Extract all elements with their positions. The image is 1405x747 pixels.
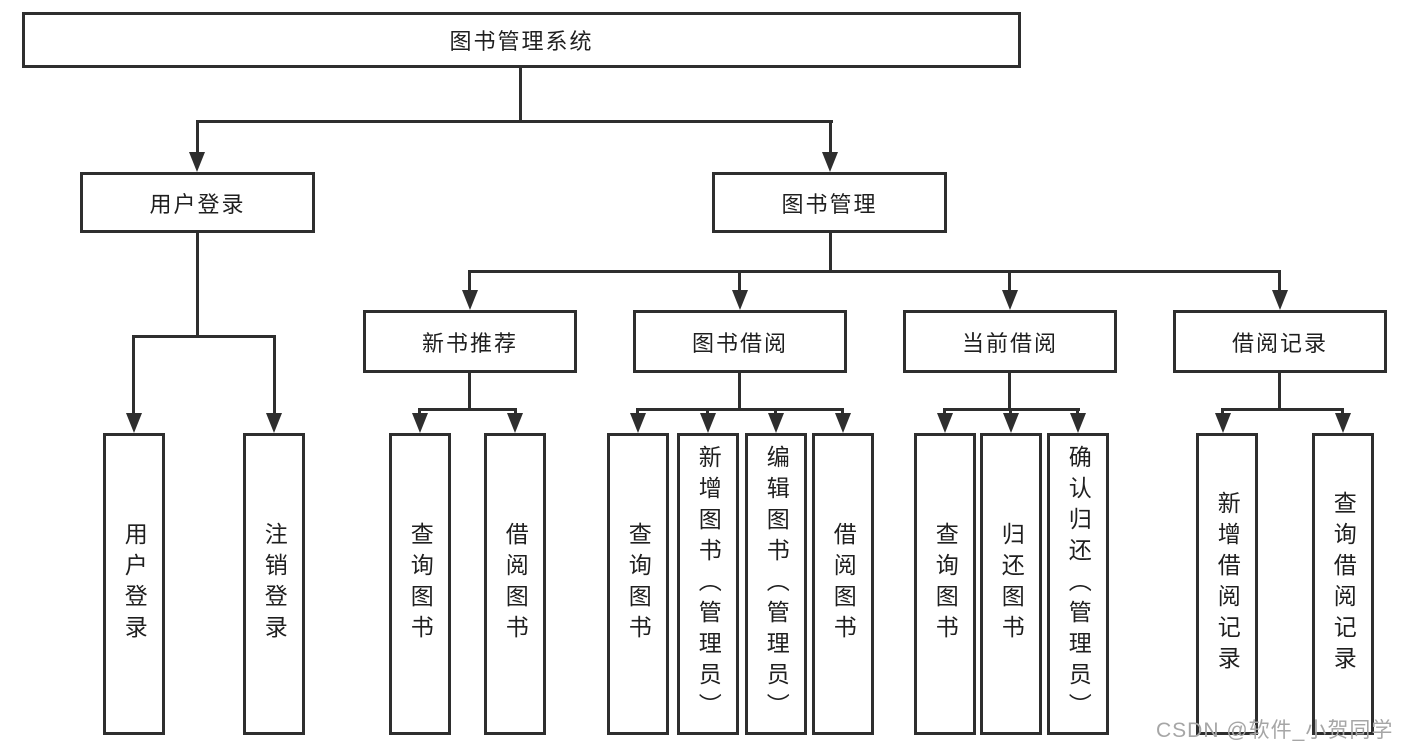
arrow-down-icon xyxy=(462,290,478,310)
connector-line xyxy=(514,408,517,414)
connector-line xyxy=(1008,270,1011,291)
node-label: 当前借阅 xyxy=(961,330,1058,356)
node-label: 新增图书（管理员） xyxy=(695,444,722,724)
arrow-down-icon xyxy=(1002,290,1018,310)
node-borrowing-records: 借阅记录 xyxy=(1173,310,1387,373)
arrow-down-icon xyxy=(266,413,282,433)
connector-line xyxy=(132,335,276,338)
leaf-query-books-recommend: 查询图书 xyxy=(389,433,451,735)
arrow-down-icon xyxy=(412,413,428,433)
node-label: 查询图书 xyxy=(932,522,959,646)
connector-line xyxy=(1009,408,1012,414)
leaf-query-borrow-record: 查询借阅记录 xyxy=(1312,433,1374,735)
node-label: 查询图书 xyxy=(407,522,434,646)
leaf-query-books-borrow: 查询图书 xyxy=(607,433,669,735)
node-label: 查询借阅记录 xyxy=(1330,491,1357,677)
connector-line xyxy=(943,408,946,414)
connector-line xyxy=(1341,408,1344,414)
leaf-edit-books-admin: 编辑图书（管理员） xyxy=(745,433,807,735)
connector-line xyxy=(273,335,276,414)
node-new-book-recommendation: 新书推荐 xyxy=(363,310,577,373)
arrow-down-icon xyxy=(835,413,851,433)
connector-line xyxy=(829,233,832,270)
connector-line xyxy=(1076,408,1079,414)
connector-line xyxy=(1221,408,1224,414)
connector-line xyxy=(738,270,741,291)
node-label: 图书管理系统 xyxy=(449,29,594,54)
leaf-query-books-current: 查询图书 xyxy=(914,433,976,735)
connector-line xyxy=(1278,270,1281,291)
node-book-borrowing: 图书借阅 xyxy=(633,310,847,373)
node-label: 新增借阅记录 xyxy=(1214,491,1241,677)
arrow-down-icon xyxy=(1335,413,1351,433)
connector-line xyxy=(829,120,832,153)
node-root-library-system: 图书管理系统 xyxy=(22,12,1021,68)
arrow-down-icon xyxy=(732,290,748,310)
connector-line xyxy=(418,408,517,411)
node-label: 借阅记录 xyxy=(1231,330,1328,356)
connector-line xyxy=(706,408,709,414)
connector-line xyxy=(196,120,199,153)
arrow-down-icon xyxy=(937,413,953,433)
arrow-down-icon xyxy=(768,413,784,433)
leaf-borrow-books-recommend: 借阅图书 xyxy=(484,433,546,735)
arrow-down-icon xyxy=(1272,290,1288,310)
leaf-add-borrow-record: 新增借阅记录 xyxy=(1196,433,1258,735)
connector-line xyxy=(636,408,639,414)
leaf-borrow-books: 借阅图书 xyxy=(812,433,874,735)
arrow-down-icon xyxy=(126,413,142,433)
node-book-management: 图书管理 xyxy=(712,172,947,233)
connector-line xyxy=(841,408,844,414)
node-label: 用户登录 xyxy=(121,522,148,646)
node-label: 查询图书 xyxy=(625,522,652,646)
connector-line xyxy=(1008,373,1011,408)
watermark: CSDN @软件_小贺同学 xyxy=(1156,719,1394,742)
node-label: 编辑图书（管理员） xyxy=(763,444,790,724)
connector-line xyxy=(636,408,844,411)
arrow-down-icon xyxy=(630,413,646,433)
node-current-borrowing: 当前借阅 xyxy=(903,310,1117,373)
connector-line xyxy=(418,408,421,414)
connector-line xyxy=(1278,373,1281,408)
node-label: 图书管理 xyxy=(781,191,878,217)
connector-line xyxy=(468,270,471,291)
node-label: 注销登录 xyxy=(261,522,288,646)
arrow-down-icon xyxy=(507,413,523,433)
connector-line xyxy=(196,120,833,123)
connector-line xyxy=(738,373,741,408)
arrow-down-icon xyxy=(189,152,205,172)
node-user-login: 用户登录 xyxy=(80,172,315,233)
connector-line xyxy=(196,233,199,335)
node-label: 图书借阅 xyxy=(691,330,788,356)
leaf-logout: 注销登录 xyxy=(243,433,305,735)
node-label: 确认归还（管理员） xyxy=(1065,444,1092,724)
node-label: 借阅图书 xyxy=(502,522,529,646)
node-label: 用户登录 xyxy=(149,191,246,217)
leaf-confirm-return-admin: 确认归还（管理员） xyxy=(1047,433,1109,735)
arrow-down-icon xyxy=(1003,413,1019,433)
connector-line xyxy=(519,67,522,120)
leaf-return-books: 归还图书 xyxy=(980,433,1042,735)
node-label: 新书推荐 xyxy=(421,330,518,356)
arrow-down-icon xyxy=(822,152,838,172)
connector-line xyxy=(132,335,135,414)
arrow-down-icon xyxy=(700,413,716,433)
node-label: 借阅图书 xyxy=(830,522,857,646)
node-label: 归还图书 xyxy=(998,522,1025,646)
arrow-down-icon xyxy=(1070,413,1086,433)
connector-line xyxy=(1221,408,1344,411)
connector-line xyxy=(774,408,777,414)
connector-line xyxy=(468,373,471,408)
connector-line xyxy=(468,270,1281,273)
leaf-user-login: 用户登录 xyxy=(103,433,165,735)
arrow-down-icon xyxy=(1215,413,1231,433)
leaf-add-books-admin: 新增图书（管理员） xyxy=(677,433,739,735)
